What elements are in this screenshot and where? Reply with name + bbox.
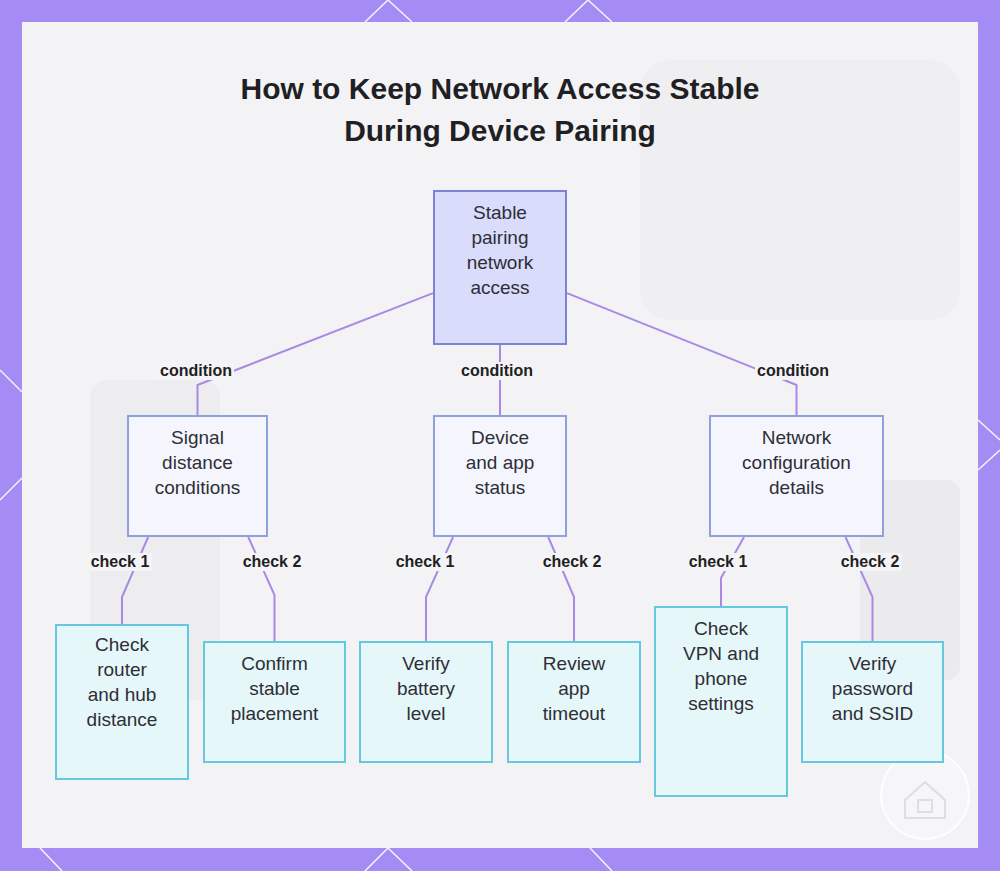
check-box: Verify password and SSID bbox=[801, 641, 944, 763]
condition-box: Signal distance conditions bbox=[127, 415, 268, 537]
condition-box: Network configuration details bbox=[709, 415, 884, 537]
icon-lock bbox=[918, 800, 932, 812]
edge-label: check 1 bbox=[687, 553, 750, 571]
edge-label: check 2 bbox=[241, 553, 304, 571]
condition-box: Device and app status bbox=[433, 415, 567, 537]
check-box: Confirm stable placement bbox=[203, 641, 346, 763]
node-label: Review app timeout bbox=[534, 651, 614, 726]
check-box: Check router and hub distance bbox=[55, 624, 189, 780]
edge-label: check 2 bbox=[839, 553, 902, 571]
frame-line bbox=[978, 450, 1000, 470]
node-label: Device and app status bbox=[460, 425, 540, 500]
lock-home-icon bbox=[881, 751, 969, 839]
check-box: Check VPN and phone settings bbox=[654, 606, 788, 797]
node-label: Check router and hub distance bbox=[82, 632, 162, 732]
check-box: Review app timeout bbox=[507, 641, 641, 763]
node-label: Verify battery level bbox=[386, 651, 466, 726]
node-label: Network configuration details bbox=[721, 425, 872, 500]
edge-label: condition bbox=[459, 362, 535, 380]
node-label: Stable pairing network access bbox=[443, 200, 557, 300]
inner-panel bbox=[22, 22, 978, 848]
check-box: Verify battery level bbox=[359, 641, 493, 763]
node-label: Check VPN and phone settings bbox=[681, 616, 761, 716]
frame-line bbox=[365, 0, 412, 22]
edge-label: check 2 bbox=[541, 553, 604, 571]
connector-line bbox=[721, 537, 744, 606]
node-label: Confirm stable placement bbox=[220, 651, 329, 726]
node-label: Verify password and SSID bbox=[827, 651, 918, 726]
root-box: Stable pairing network access bbox=[433, 190, 567, 345]
icon-circle bbox=[881, 751, 969, 839]
icon-house bbox=[905, 782, 945, 818]
node-label: Signal distance conditions bbox=[137, 425, 258, 500]
connector-line bbox=[198, 293, 434, 415]
edge-label: check 1 bbox=[89, 553, 152, 571]
frame-line bbox=[0, 370, 22, 392]
frame-line bbox=[590, 848, 612, 871]
frame-line bbox=[565, 0, 612, 22]
edge-label: condition bbox=[755, 362, 831, 380]
frame-line bbox=[40, 848, 62, 871]
frame-line bbox=[978, 420, 1000, 440]
connector-line bbox=[499, 345, 501, 415]
connector-line bbox=[567, 293, 797, 415]
edge-label: check 1 bbox=[394, 553, 457, 571]
frame-line bbox=[0, 478, 22, 500]
diagram-title: How to Keep Network Access Stable During… bbox=[200, 68, 800, 152]
edge-label: condition bbox=[158, 362, 234, 380]
frame-line bbox=[365, 848, 412, 871]
connector-line bbox=[122, 537, 148, 624]
